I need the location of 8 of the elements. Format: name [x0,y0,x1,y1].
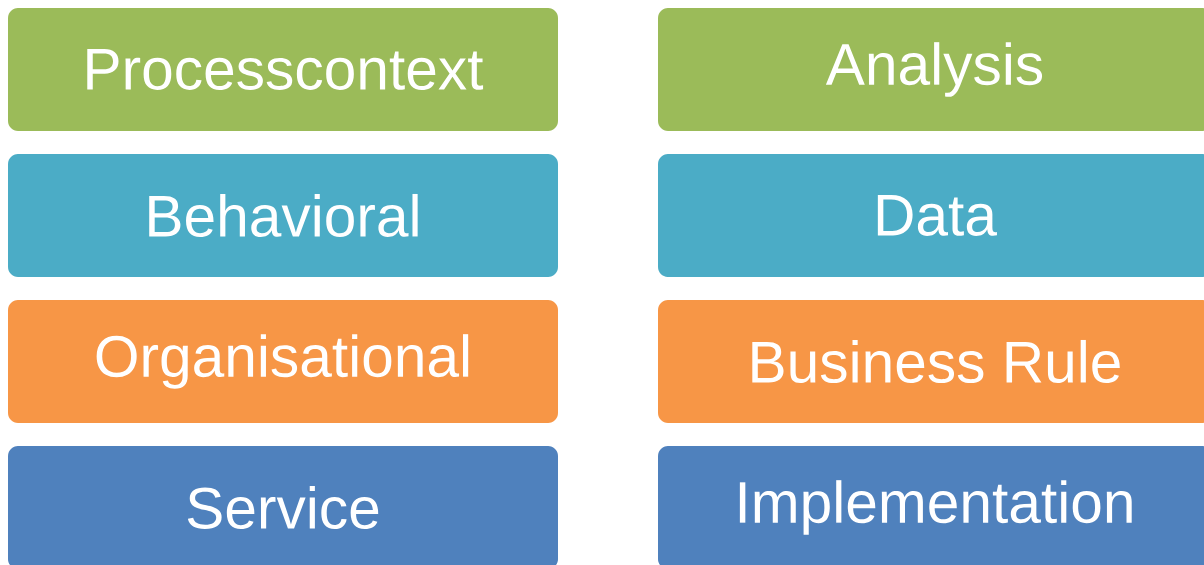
category-box: Analysis [658,8,1204,131]
category-box: Organisational [8,300,558,423]
category-box: Implementation [658,446,1204,565]
category-box: Service [8,446,558,565]
category-box: Behavioral [8,154,558,277]
category-box: Data [658,154,1204,277]
category-box: Business Rule [658,300,1204,423]
category-box: Processcontext [8,8,558,131]
